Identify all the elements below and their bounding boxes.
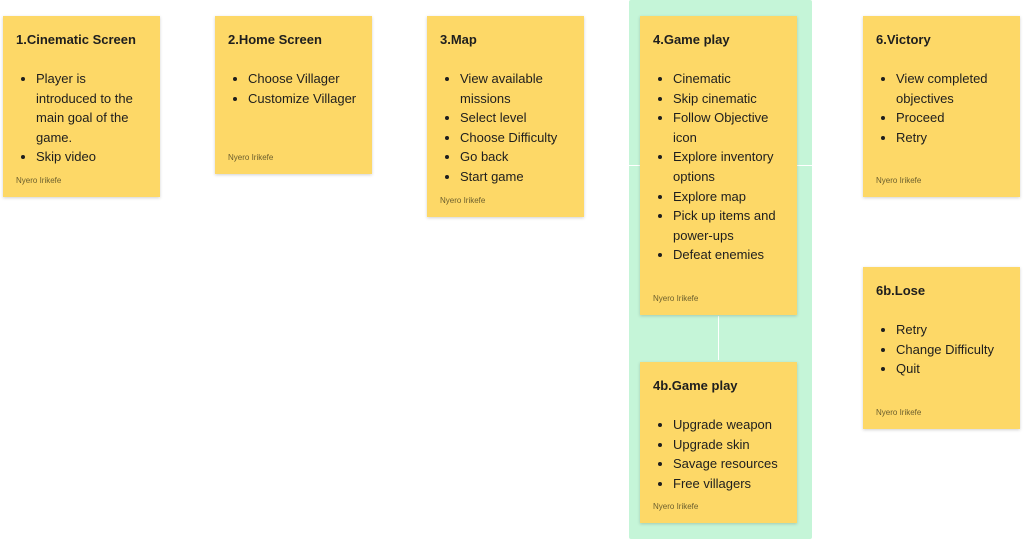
list-item: Follow Objective icon	[673, 108, 787, 147]
sticky-home-screen[interactable]: 2.Home Screen Choose Villager Customize …	[215, 16, 372, 174]
sticky-list: Upgrade weapon Upgrade skin Savage resou…	[653, 415, 787, 493]
sticky-author: Nyero Irikefe	[876, 408, 922, 417]
list-item: Change Difficulty	[896, 340, 1010, 360]
sticky-list: View available missions Select level Cho…	[440, 69, 574, 187]
list-item: Pick up items and power-ups	[673, 206, 787, 245]
sticky-list: Retry Change Difficulty Quit	[876, 320, 1010, 379]
list-item: Quit	[896, 359, 1010, 379]
list-item: Retry	[896, 320, 1010, 340]
list-item: Proceed	[896, 108, 1010, 128]
list-item: Choose Difficulty	[460, 128, 574, 148]
list-item: Explore map	[673, 187, 787, 207]
sticky-author: Nyero Irikefe	[440, 196, 486, 205]
list-item: Skip video	[36, 147, 150, 167]
sticky-list: View completed objectives Proceed Retry	[876, 69, 1010, 147]
sticky-title: 2.Home Screen	[228, 32, 322, 47]
list-item: Select level	[460, 108, 574, 128]
sticky-author: Nyero Irikefe	[228, 153, 274, 162]
sticky-title: 1.Cinematic Screen	[16, 32, 136, 47]
list-item: Player is introduced to the main goal of…	[36, 69, 150, 147]
sticky-victory[interactable]: 6.Victory View completed objectives Proc…	[863, 16, 1020, 197]
sticky-cinematic-screen[interactable]: 1.Cinematic Screen Player is introduced …	[3, 16, 160, 197]
list-item: Free villagers	[673, 474, 787, 494]
list-item: Upgrade weapon	[673, 415, 787, 435]
list-item: Savage resources	[673, 454, 787, 474]
sticky-map[interactable]: 3.Map View available missions Select lev…	[427, 16, 584, 217]
list-item: Upgrade skin	[673, 435, 787, 455]
list-item: Customize Villager	[248, 89, 362, 109]
sticky-title: 4b.Game play	[653, 378, 738, 393]
list-item: Start game	[460, 167, 574, 187]
sticky-list: Cinematic Skip cinematic Follow Objectiv…	[653, 69, 787, 265]
sticky-author: Nyero Irikefe	[16, 176, 62, 185]
connector-4-to-4b	[718, 316, 719, 360]
sticky-list: Player is introduced to the main goal of…	[16, 69, 150, 167]
list-item: Skip cinematic	[673, 89, 787, 109]
list-item: View available missions	[460, 69, 574, 108]
list-item: Cinematic	[673, 69, 787, 89]
sticky-author: Nyero Irikefe	[876, 176, 922, 185]
list-item: Retry	[896, 128, 1010, 148]
sticky-list: Choose Villager Customize Villager	[228, 69, 362, 108]
sticky-title: 6b.Lose	[876, 283, 926, 298]
sticky-title: 4.Game play	[653, 32, 730, 47]
list-item: Defeat enemies	[673, 245, 787, 265]
sticky-title: 3.Map	[440, 32, 477, 47]
sticky-lose[interactable]: 6b.Lose Retry Change Difficulty Quit Nye…	[863, 267, 1020, 429]
connector-arrow-into-4	[629, 165, 640, 166]
sticky-author: Nyero Irikefe	[653, 502, 699, 511]
list-item: Go back	[460, 147, 574, 167]
connector-4-to-6	[797, 165, 813, 166]
sticky-game-play[interactable]: 4.Game play Cinematic Skip cinematic Fol…	[640, 16, 797, 315]
sticky-title: 6.Victory	[876, 32, 931, 47]
list-item: Choose Villager	[248, 69, 362, 89]
list-item: Explore inventory options	[673, 147, 787, 186]
list-item: View completed objectives	[896, 69, 1010, 108]
sticky-author: Nyero Irikefe	[653, 294, 699, 303]
sticky-game-play-b[interactable]: 4b.Game play Upgrade weapon Upgrade skin…	[640, 362, 797, 523]
